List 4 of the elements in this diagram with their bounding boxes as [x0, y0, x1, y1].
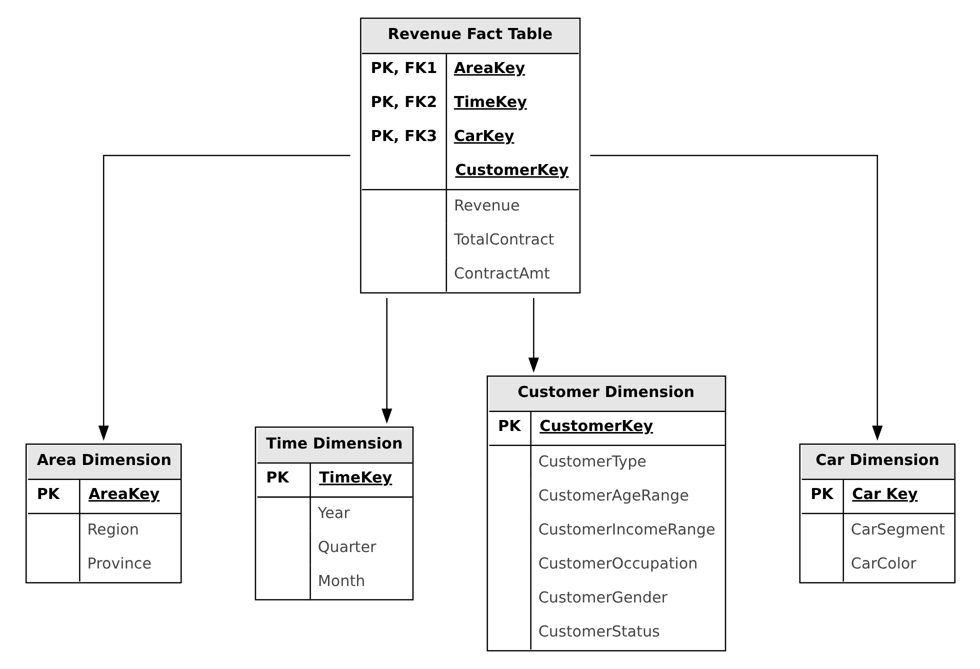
- arrow: [381, 298, 392, 424]
- arrow: [528, 298, 538, 373]
- arrow: [590, 154, 882, 441]
- arrow: [98, 154, 350, 441]
